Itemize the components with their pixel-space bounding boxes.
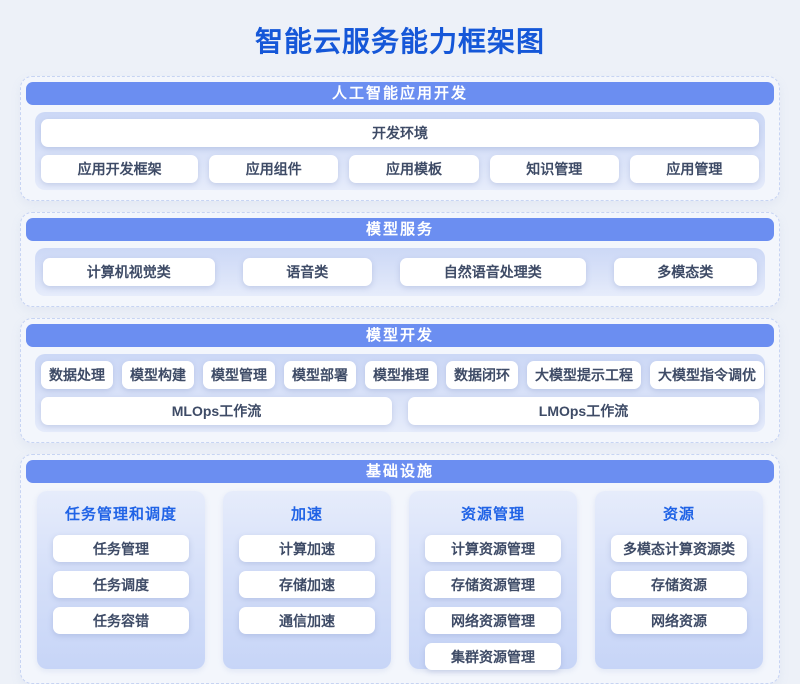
section-infrastructure: 基础设施 任务管理和调度任务管理任务调度任务容错加速计算加速存储加速通信加速资源… [20, 454, 780, 684]
capability-chip: 通信加速 [239, 607, 375, 634]
capability-chip: 模型管理 [203, 361, 275, 389]
workflow-chip: MLOps工作流 [41, 397, 392, 425]
capability-chip: 多模态类 [613, 258, 757, 286]
infra-column: 加速计算加速存储加速通信加速 [223, 491, 391, 669]
capability-chip: 网络资源管理 [425, 607, 561, 634]
capability-chip: 多模态计算资源类 [611, 535, 747, 562]
section-ai-app-development: 人工智能应用开发 开发环境 应用开发框架应用组件应用模板知识管理应用管理 [20, 76, 780, 201]
section-header-infrastructure: 基础设施 [26, 460, 774, 483]
capability-chip: 存储资源管理 [425, 571, 561, 598]
capability-chip: 大模型提示工程 [527, 361, 641, 389]
infra-column: 资源多模态计算资源类存储资源网络资源 [595, 491, 763, 669]
capability-chip: 应用开发框架 [41, 155, 199, 183]
infrastructure-columns: 任务管理和调度任务管理任务调度任务容错加速计算加速存储加速通信加速资源管理计算资… [37, 491, 763, 670]
section-model-service: 模型服务 计算机视觉类语音类自然语音处理类多模态类 [20, 212, 780, 307]
chip-row-workflows: MLOps工作流 LMOps工作流 [41, 397, 759, 425]
chip-row-model-dev: 数据处理模型构建模型管理模型部署模型推理数据闭环大模型提示工程大模型指令调优 [41, 361, 764, 389]
infra-column-title: 任务管理和调度 [64, 506, 177, 523]
capability-chip: 知识管理 [489, 155, 619, 183]
chip-row-model-service: 计算机视觉类语音类自然语音处理类多模态类 [41, 258, 759, 286]
section-header-model-service: 模型服务 [26, 218, 774, 241]
page-title: 智能云服务能力框架图 [254, 26, 545, 57]
capability-chip: 应用组件 [209, 155, 339, 183]
capability-chip: 模型构建 [122, 361, 194, 389]
infra-column: 资源管理计算资源管理存储资源管理网络资源管理集群资源管理 [409, 491, 577, 670]
section-body-model-development: 数据处理模型构建模型管理模型部署模型推理数据闭环大模型提示工程大模型指令调优 M… [35, 354, 765, 432]
capability-chip: 任务管理 [53, 535, 189, 562]
section-body-model-service: 计算机视觉类语音类自然语音处理类多模态类 [35, 248, 765, 296]
capability-chip: 应用管理 [629, 155, 760, 183]
section-header-model-development: 模型开发 [26, 324, 774, 347]
capability-chip: 模型部署 [284, 361, 356, 389]
capability-chip: 应用模板 [349, 155, 479, 183]
capability-chip: 自然语音处理类 [400, 258, 586, 286]
workflow-chip: LMOps工作流 [408, 397, 759, 425]
capability-chip: 任务调度 [53, 571, 189, 598]
capability-chip: 数据闭环 [446, 361, 518, 389]
capability-chip: 计算加速 [239, 535, 375, 562]
capability-chip: 集群资源管理 [425, 643, 561, 670]
capability-chip: 数据处理 [41, 361, 113, 389]
capability-chip: 任务容错 [53, 607, 189, 634]
infra-column: 任务管理和调度任务管理任务调度任务容错 [37, 491, 205, 669]
infra-column-title: 资源管理 [460, 506, 525, 523]
capability-chip: 存储加速 [239, 571, 375, 598]
infra-column-title: 加速 [290, 506, 323, 523]
capability-chip: 语音类 [242, 258, 372, 286]
chip-row-ai-app: 应用开发框架应用组件应用模板知识管理应用管理 [41, 155, 760, 183]
infra-column-title: 资源 [662, 506, 695, 523]
capability-chip: 模型推理 [365, 361, 437, 389]
capability-chip: 大模型指令调优 [650, 361, 764, 389]
capability-chip: 存储资源 [611, 571, 747, 598]
capability-chip: 计算资源管理 [425, 535, 561, 562]
section-model-development: 模型开发 数据处理模型构建模型管理模型部署模型推理数据闭环大模型提示工程大模型指… [20, 318, 780, 443]
capability-chip: 计算机视觉类 [43, 258, 215, 286]
section-header-ai-app-development: 人工智能应用开发 [26, 82, 774, 105]
section-body-ai-app-development: 开发环境 应用开发框架应用组件应用模板知识管理应用管理 [35, 112, 765, 190]
capability-chip: 网络资源 [611, 607, 747, 634]
capability-chip-dev-environment: 开发环境 [41, 119, 759, 147]
